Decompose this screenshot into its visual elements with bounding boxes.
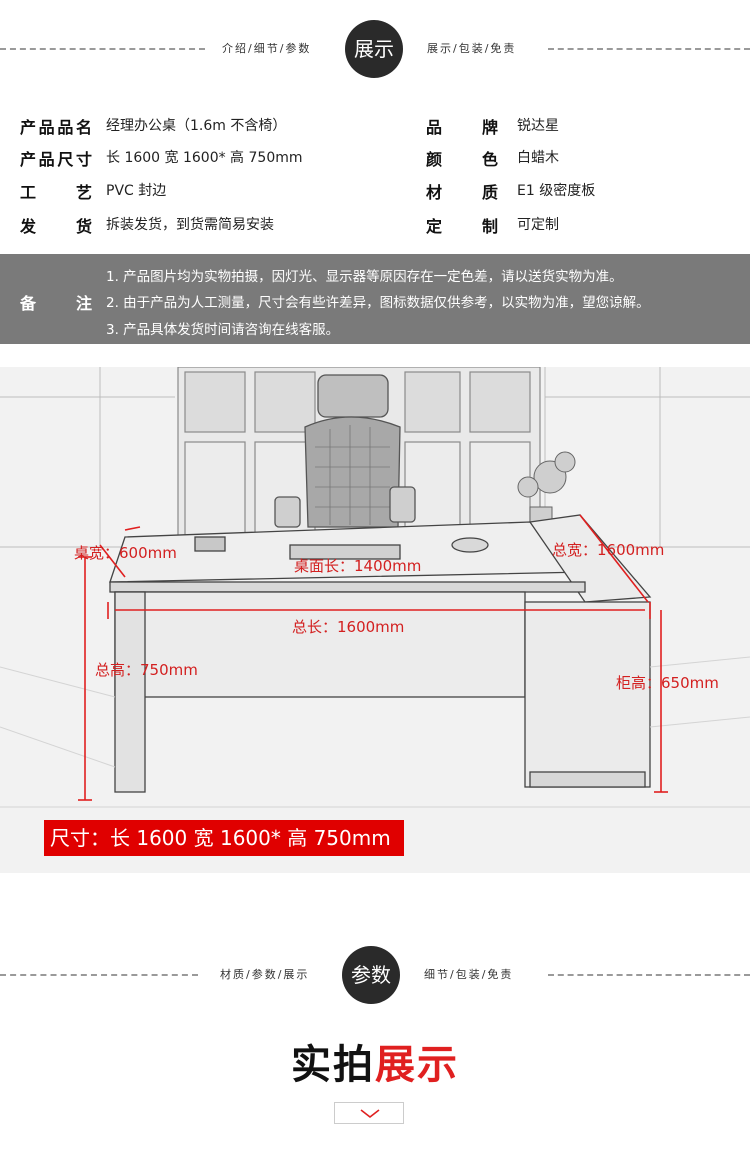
scroll-down-button[interactable] (334, 1102, 404, 1124)
spec-value: 经理办公桌（1.6m 不含椅） (106, 118, 287, 134)
dimension-total-length: 总长：1600mm (292, 618, 405, 636)
dimension-cabinet-height: 柜高：650mm (616, 674, 719, 692)
section-title-part1: 实拍 (291, 1042, 375, 1088)
divider (548, 48, 750, 50)
spec-key: 定制 (426, 217, 498, 236)
header-left-text: 介绍/细节/参数 (222, 42, 312, 55)
divider (0, 974, 198, 976)
spec-value: 白蜡木 (517, 150, 559, 166)
spec-row: 发货 拆装发货，到货需简易安装 定制 可定制 (0, 207, 750, 237)
spec-value: 可定制 (517, 217, 559, 233)
spec-key: 产品尺寸 (20, 150, 92, 169)
notes-panel: 备注 1. 产品图片均为实物拍摄，因灯光、显示器等原因存在一定色差，请以送货实物… (0, 254, 750, 344)
header-circle-badge: 展示 (345, 20, 403, 78)
notes-line: 2. 由于产品为人工测量，尺寸会有些许差异，图标数据仅供参考，以实物为准，望您谅… (106, 295, 650, 311)
header-left-text: 材质/参数/展示 (220, 968, 310, 981)
spec-value: 锐达星 (517, 118, 559, 134)
spec-key: 材质 (426, 183, 498, 202)
notes-label: 备注 (20, 294, 92, 313)
notes-line: 1. 产品图片均为实物拍摄，因灯光、显示器等原因存在一定色差，请以送货实物为准。 (106, 269, 623, 285)
section-title: 实拍展示 (0, 1032, 750, 1090)
header-right-text: 展示/包装/免责 (427, 42, 517, 55)
dimension-desk-width: 桌宽：600mm (74, 544, 177, 562)
spec-value: E1 级密度板 (517, 183, 596, 199)
section-header-display: 介绍/细节/参数 展示 展示/包装/免责 (0, 14, 750, 84)
divider (548, 974, 750, 976)
section-title-part2: 展示 (375, 1042, 459, 1088)
spec-value: PVC 封边 (106, 183, 167, 199)
spec-value: 拆装发货，到货需简易安装 (106, 217, 274, 233)
product-dimension-photo (0, 367, 750, 873)
section-header-params: 材质/参数/展示 参数 细节/包装/免责 (0, 940, 750, 1010)
dimension-total-width: 总宽：1600mm (552, 541, 665, 559)
spec-key: 产品品名 (20, 118, 92, 137)
spec-key: 品牌 (426, 118, 498, 137)
divider (0, 48, 205, 50)
dimension-total-height: 总高：750mm (95, 661, 198, 679)
spec-value: 长 1600 宽 1600* 高 750mm (106, 150, 303, 166)
spec-row: 产品品名 经理办公桌（1.6m 不含椅） 品牌 锐达星 (0, 108, 750, 138)
spec-key: 颜色 (426, 150, 498, 169)
spec-key: 工艺 (20, 183, 92, 202)
size-banner: 尺寸：长 1600 宽 1600* 高 750mm (44, 820, 404, 856)
spec-row: 产品尺寸 长 1600 宽 1600* 高 750mm 颜色 白蜡木 (0, 140, 750, 170)
dimension-desk-surface-length: 桌面长：1400mm (294, 557, 422, 575)
spec-row: 工艺 PVC 封边 材质 E1 级密度板 (0, 173, 750, 203)
chevron-down-icon (360, 1109, 380, 1119)
desk-sketch-illustration (0, 367, 750, 808)
header-circle-badge: 参数 (342, 946, 400, 1004)
notes-line: 3. 产品具体发货时间请咨询在线客服。 (106, 322, 340, 338)
header-right-text: 细节/包装/免责 (424, 968, 514, 981)
spec-key: 发货 (20, 217, 92, 236)
